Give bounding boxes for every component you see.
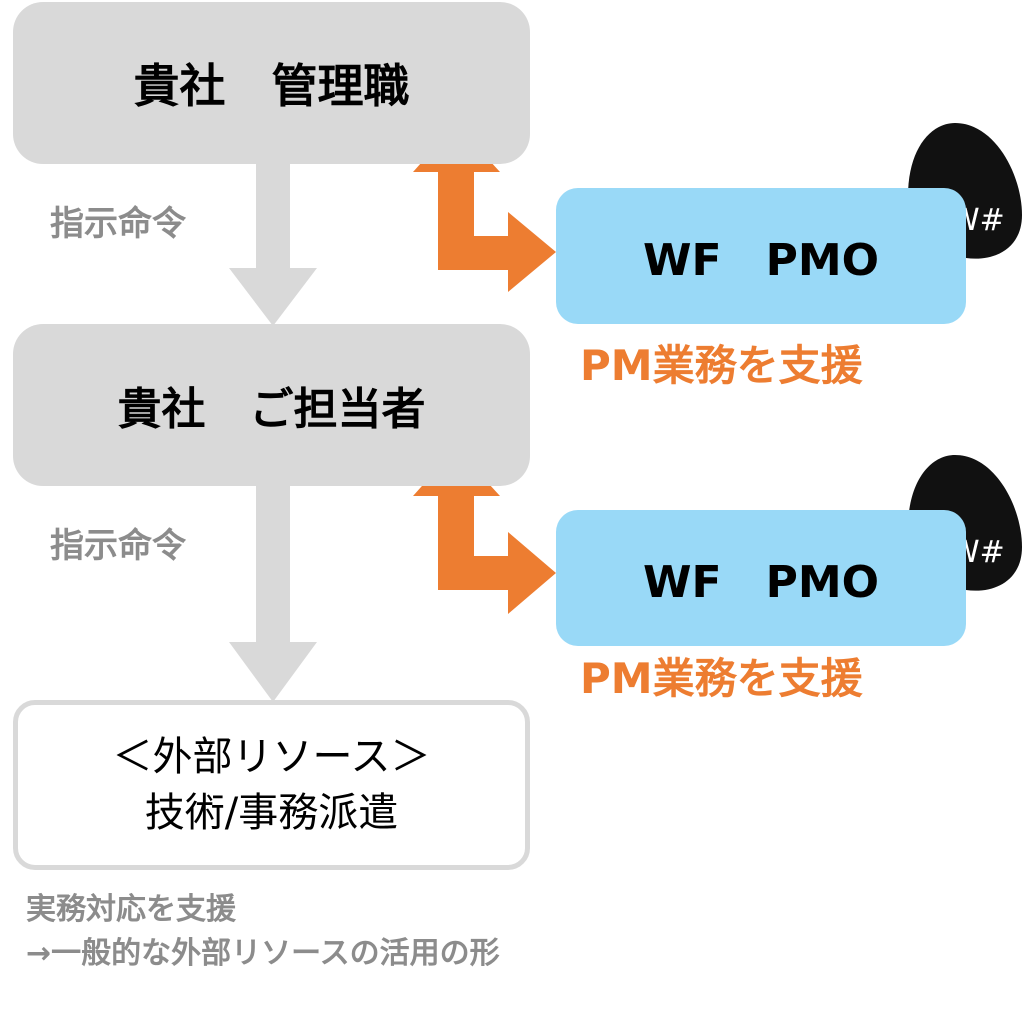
support-label-top: PM業務を支援 — [580, 341, 863, 390]
footer-note: 実務対応を支援 →一般的な外部リソースの活用の形 — [26, 888, 500, 976]
manager-label: 貴社 管理職 — [133, 59, 410, 113]
external-resource-box: ＜外部リソース＞ 技術/事務派遣 — [13, 700, 530, 870]
external-resource-title: ＜外部リソース＞ — [112, 734, 431, 780]
staff-label: 貴社 ご担当者 — [117, 384, 426, 435]
gray-arrow-top — [229, 160, 317, 326]
footer-line-1: 実務対応を支援 — [26, 892, 236, 927]
staff-box: 貴社 ご担当者 — [13, 324, 530, 486]
footer-line-2: →一般的な外部リソースの活用の形 — [26, 936, 500, 971]
gray-arrow-bottom — [229, 486, 317, 702]
pmo-label-top: WF PMO — [642, 235, 880, 286]
support-label-bottom: PM業務を支援 — [580, 654, 863, 703]
pmo-box-top: WF PMO — [556, 188, 966, 324]
pmo-label-bottom: WF PMO — [642, 557, 880, 608]
external-resource-type: 技術/事務派遣 — [144, 790, 399, 836]
command-label-bottom: 指示命令 — [50, 526, 186, 566]
pmo-box-bottom: WF PMO — [556, 510, 966, 646]
command-label-top: 指示命令 — [50, 204, 186, 244]
manager-box: 貴社 管理職 — [13, 2, 530, 164]
